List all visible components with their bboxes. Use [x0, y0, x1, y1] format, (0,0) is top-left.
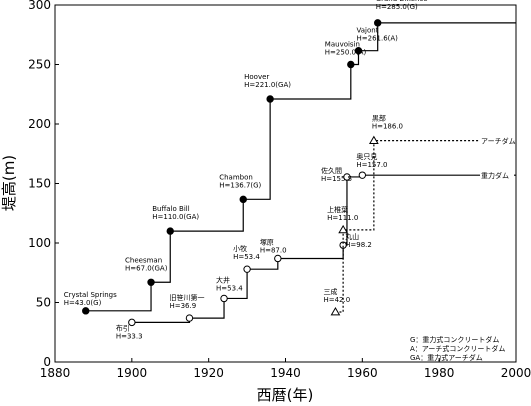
data-point-filled — [239, 195, 247, 204]
x-tick-label: 1880 — [40, 366, 71, 380]
data-point-open — [358, 171, 367, 179]
point-label: Grand DixenceH=285.0(G) — [376, 0, 428, 11]
data-point-triangle — [330, 307, 341, 316]
series-end-label-bg — [480, 135, 514, 146]
y-tick-label: 0 — [43, 355, 51, 369]
series-line — [131, 174, 516, 323]
x-tick-label: 2000 — [501, 366, 531, 380]
x-tick-label: 1960 — [347, 366, 378, 380]
y-tick-label: 250 — [28, 58, 51, 72]
data-point-open — [243, 265, 251, 273]
series-end-label: 重力ダム — [481, 171, 509, 180]
y-tick-label: 150 — [28, 177, 51, 191]
data-point-triangle — [338, 224, 348, 234]
y-axis-title: 堤高(m) — [0, 155, 18, 211]
x-axis-title: 西暦(年) — [257, 386, 314, 404]
data-point-open — [128, 318, 136, 327]
x-tick-label: 1900 — [117, 366, 148, 380]
data-point-open — [343, 173, 351, 181]
data-point-filled — [347, 60, 355, 69]
legend-entry: GA：重力式アーチダム — [410, 353, 483, 362]
data-point-open — [185, 314, 194, 322]
x-tick-label: 1940 — [270, 366, 301, 380]
legend-entry: G：重力式コンクリートダム — [410, 335, 499, 344]
y-tick-label: 200 — [28, 117, 51, 131]
data-point-filled — [147, 278, 155, 286]
data-point-filled — [82, 307, 90, 315]
data-point-filled — [374, 19, 382, 27]
x-tick-label: 1980 — [424, 366, 455, 380]
legend-entry: A：アーチ式コンクリートダム — [410, 344, 505, 353]
axis-ticks: 1880 1900 1920 1940 1960 1980 2000 0 50 100 150 200… — [28, 0, 531, 380]
data-series — [82, 19, 516, 327]
y-tick-label: 100 — [28, 236, 51, 250]
plot-area — [54, 4, 517, 363]
data-point-open — [274, 254, 282, 263]
series-end-label: アーチダム — [481, 137, 516, 146]
data-point-filled — [354, 46, 363, 55]
series-end-label-bg — [480, 170, 514, 181]
data-point-filled — [266, 95, 274, 103]
series-line — [85, 22, 516, 312]
x-tick-label: 1920 — [193, 366, 224, 380]
y-tick-label: 50 — [36, 296, 51, 310]
series-line — [335, 140, 516, 313]
data-point-open — [220, 294, 228, 303]
data-point-filled — [166, 227, 174, 235]
y-tick-label: 300 — [28, 0, 51, 12]
data-point-triangle — [368, 135, 379, 144]
